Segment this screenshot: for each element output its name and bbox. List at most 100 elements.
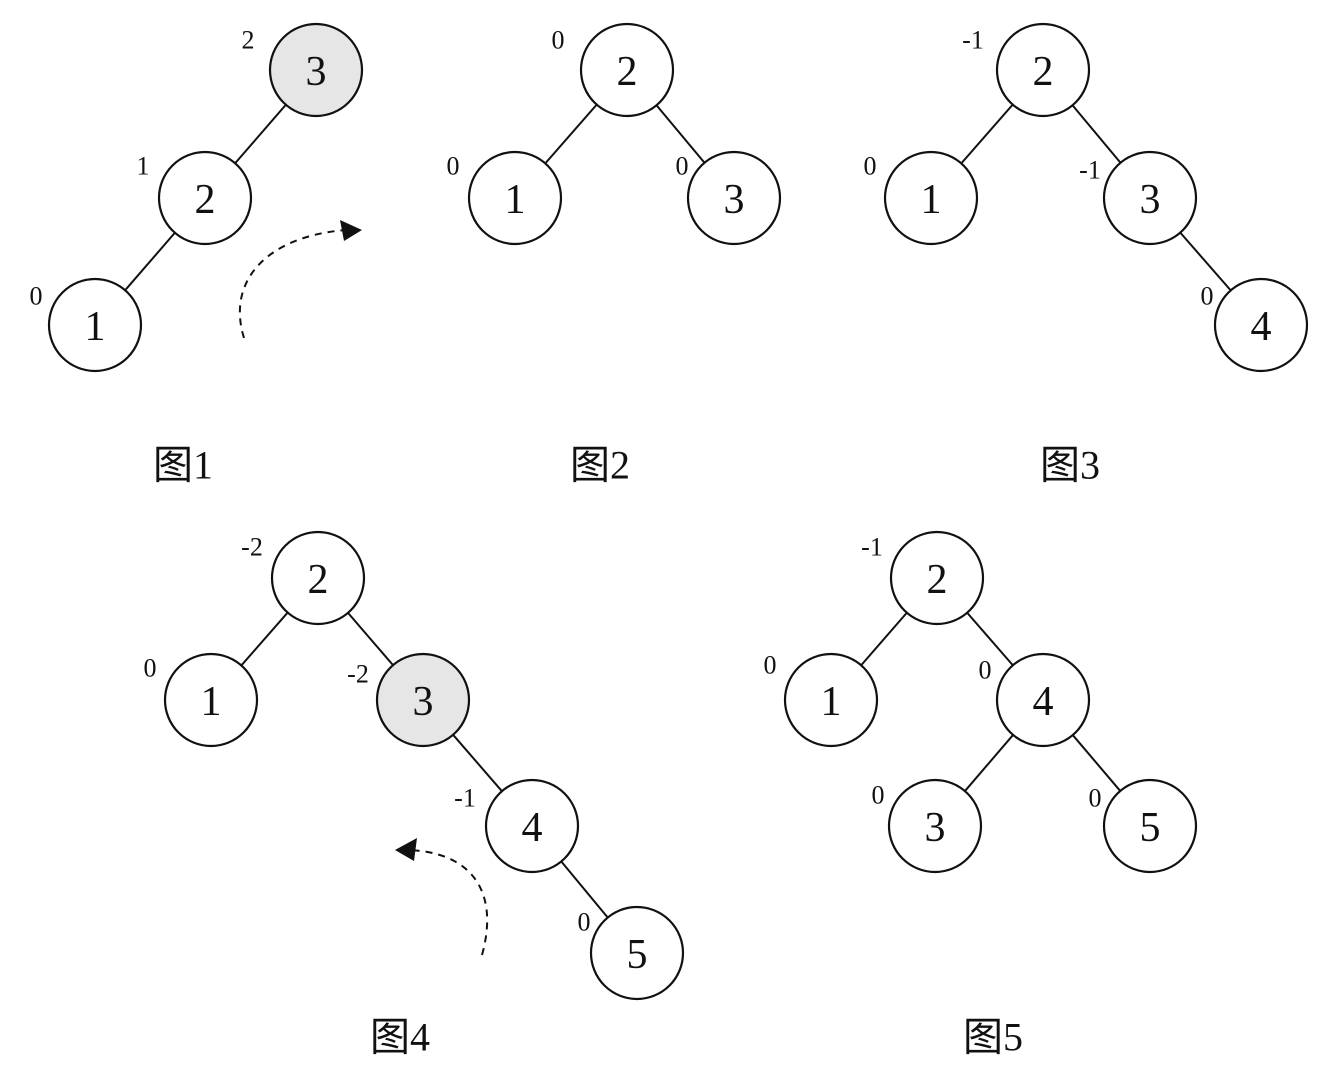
tree-node-2: 2 -1	[861, 530, 985, 626]
node-circle	[1102, 778, 1198, 874]
tree-node-4: 4 -1	[454, 778, 580, 874]
tree-node-3: 3 -1	[1079, 150, 1198, 246]
node-key-label: 1	[505, 177, 526, 223]
node-key-label: 3	[1140, 177, 1161, 223]
balance-factor-label: -1	[1079, 156, 1101, 185]
node-circle	[889, 530, 985, 626]
balance-factor-label: 0	[1201, 282, 1214, 311]
balance-factor-label: 0	[676, 152, 689, 181]
node-circle	[1102, 150, 1198, 246]
figure-caption: 图4	[370, 1015, 430, 1060]
balance-factor-label: 0	[552, 26, 565, 55]
balance-factor-label: 0	[979, 656, 992, 685]
figure-caption: 图5	[963, 1015, 1023, 1060]
node-key-label: 1	[85, 304, 106, 350]
node-circle	[995, 652, 1091, 748]
edge-2-3	[1071, 104, 1122, 164]
node-circle	[783, 652, 879, 748]
node-key-label: 4	[1033, 679, 1054, 725]
edge-4-5	[1072, 734, 1121, 792]
node-circle	[467, 150, 563, 246]
balance-factor-label: 0	[764, 651, 777, 680]
balance-factor-label: 0	[1089, 784, 1102, 813]
edge-3-4	[1179, 231, 1232, 292]
node-circle	[484, 778, 580, 874]
edge-2-1	[960, 103, 1014, 165]
node-circle	[157, 150, 253, 246]
node-circle	[686, 150, 782, 246]
tree-node-3: 30	[676, 150, 782, 246]
node-circle	[589, 905, 685, 1001]
counterclockwise-rotation-arrow-icon	[395, 838, 489, 956]
tree-node-2: 2 -1	[962, 22, 1091, 118]
balance-factor-label: 0	[578, 908, 591, 937]
tree-node-3: 3 -2	[347, 652, 471, 748]
node-key-label: 1	[921, 177, 942, 223]
node-key-label: 3	[724, 177, 745, 223]
figure-caption: 图3	[1040, 443, 1100, 488]
node-key-label: 4	[522, 805, 543, 851]
balance-factor-label: -2	[347, 660, 369, 689]
node-key-label: 2	[927, 557, 948, 603]
node-circle	[163, 652, 259, 748]
edge-2-4	[966, 612, 1014, 666]
edge-3-4	[452, 734, 503, 792]
tree-node-1: 10	[764, 651, 879, 748]
node-key-label: 5	[1140, 805, 1161, 851]
edge-2-3	[347, 612, 394, 666]
edge-3-2	[234, 104, 287, 164]
balance-factor-label: 0	[447, 152, 460, 181]
balance-factor-label: 2	[242, 26, 255, 55]
edge-4-5	[560, 860, 609, 919]
node-key-label: 3	[306, 49, 327, 95]
node-circle	[375, 652, 471, 748]
tree-node-1: 10	[864, 150, 979, 246]
node-circle	[887, 778, 983, 874]
node-key-label: 2	[308, 557, 329, 603]
node-key-label: 1	[201, 679, 222, 725]
balance-factor-label: 0	[872, 781, 885, 810]
node-key-label: 1	[821, 679, 842, 725]
edge-2-1	[124, 232, 176, 291]
tree-node-2: 20	[552, 22, 675, 118]
tree-node-5: 50	[1089, 778, 1198, 874]
edge-2-1	[240, 611, 289, 667]
tree-node-1: 10	[144, 652, 259, 748]
tree-node-2: 21	[137, 150, 253, 246]
balance-factor-label: 0	[864, 152, 877, 181]
tree-node-1: 10	[30, 277, 143, 373]
figure-caption: 图1	[153, 443, 213, 488]
balance-factor-label: -1	[861, 533, 883, 562]
node-circle	[268, 22, 364, 118]
tree-node-5: 50	[578, 905, 685, 1001]
balance-factor-label: 1	[137, 152, 150, 181]
node-circle	[883, 150, 979, 246]
node-key-label: 2	[195, 177, 216, 223]
node-circle	[270, 530, 366, 626]
tree-node-1: 10	[447, 150, 563, 246]
node-key-label: 3	[925, 805, 946, 851]
node-key-label: 2	[1033, 49, 1054, 95]
tree-node-4: 40	[1201, 277, 1309, 373]
balance-factor-label: -1	[962, 26, 984, 55]
edge-2-3	[655, 104, 706, 164]
balance-factor-label: -1	[454, 784, 476, 813]
node-key-label: 5	[627, 932, 648, 978]
clockwise-rotation-arrow-icon	[238, 220, 362, 339]
node-circle	[1213, 277, 1309, 373]
node-circle	[995, 22, 1091, 118]
node-circle	[579, 22, 675, 118]
tree-node-3: 30	[872, 778, 983, 874]
edge-2-1	[544, 103, 598, 165]
tree-node-3: 32	[242, 22, 364, 118]
node-key-label: 3	[413, 679, 434, 725]
edge-4-3	[964, 734, 1014, 792]
tree-node-4: 40	[979, 652, 1091, 748]
balance-factor-label: 0	[30, 282, 43, 311]
figure-caption: 图2	[570, 443, 630, 488]
node-key-label: 4	[1251, 304, 1272, 350]
